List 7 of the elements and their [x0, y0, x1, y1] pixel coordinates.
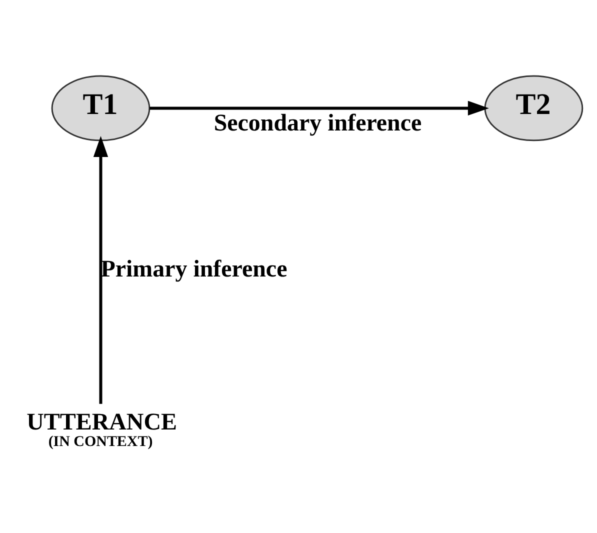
node-ellipse: T1 — [51, 74, 150, 141]
arrow — [93, 136, 108, 404]
edge-label: Secondary inference — [214, 110, 422, 136]
edge-label: Primary inference — [100, 256, 288, 282]
node-text: UTTERANCE (IN CONTEXT) — [26, 408, 177, 450]
arrow — [150, 100, 489, 116]
node-ellipse: T2 — [484, 74, 584, 141]
